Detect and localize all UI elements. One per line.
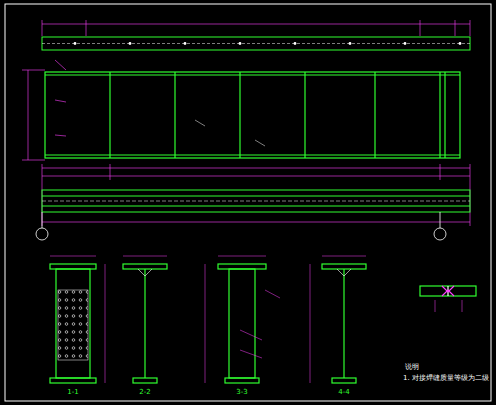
bolt-hole (74, 42, 77, 45)
bolt-hole (184, 42, 187, 45)
bolt-hole (239, 42, 242, 45)
bolt-hole (349, 42, 352, 45)
bolt-holes (74, 42, 462, 45)
section-3-3 (218, 264, 266, 383)
bolt-hole (129, 42, 132, 45)
section-label: 1-1 (66, 389, 79, 397)
section-label: 3-3 (235, 389, 248, 397)
note-heading: 说明 (404, 364, 420, 372)
section-label: 2-2 (138, 389, 151, 397)
section-label: 4-4 (337, 389, 350, 397)
bottom-flange-view (42, 190, 470, 212)
leader-lines (195, 120, 265, 146)
axis-markers (36, 212, 446, 240)
bolt-hole (294, 42, 297, 45)
note-text: 1. 对接焊缝质量等级为二级 (402, 375, 490, 383)
dimension-lines (22, 20, 470, 226)
section-dimensions (50, 256, 366, 383)
bolt-hole (404, 42, 407, 45)
bolt-hole (459, 42, 462, 45)
section-1-1 (50, 264, 96, 383)
beam-elevation (45, 72, 460, 158)
section-4-4 (322, 264, 366, 383)
top-flange-view (42, 37, 470, 50)
weld-detail (420, 286, 476, 312)
section-2-2 (123, 264, 167, 383)
sheet-frame (5, 4, 491, 401)
